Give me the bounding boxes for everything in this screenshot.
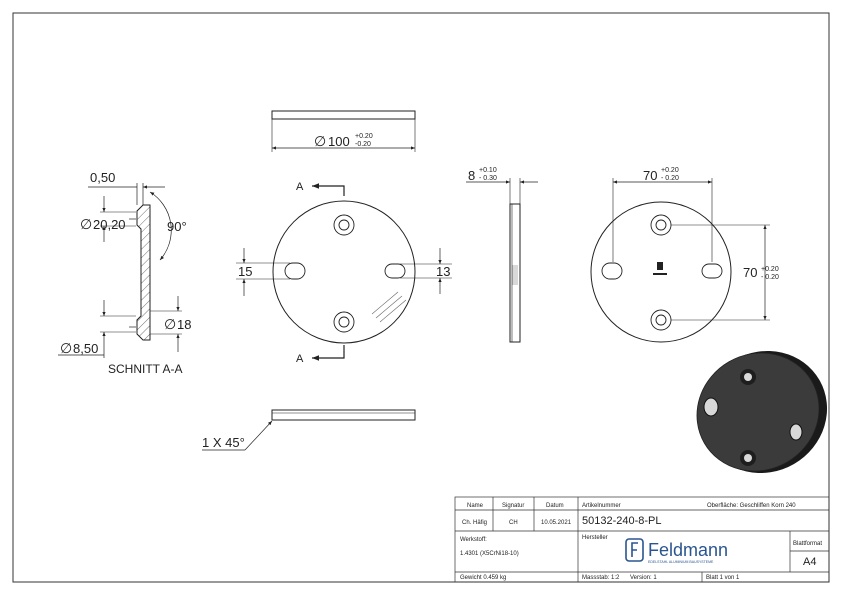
cut-letter: A [296,181,304,193]
front-view: ∅ 100 +0.20 -0.20 A A 15 13 1 X 4 [202,110,452,451]
dim-through: 8,50 [73,341,98,356]
tol-upper: +0.20 [355,133,373,140]
version: Version: 1 [630,575,657,581]
dim-hole-h: 70 [643,168,657,183]
dim-chamfer: 1 X 45° [202,435,245,450]
tol-upper: +0.20 [761,266,779,273]
weight: Gewicht 0.459 kg [460,575,506,581]
slot-left [284,262,306,280]
slot-right [384,263,406,279]
dia-symbol: ∅ [164,316,176,332]
tol-upper: +0.20 [661,167,679,174]
dim-offset: 0,50 [90,170,115,185]
material-value: 1.4301 (X5CrNi18-10) [460,551,519,557]
back-view: 70 +0.20 - 0.20 70 +0.20 - 0.20 [590,167,779,343]
article-label: Artikelnummer [582,503,621,509]
title-block [454,496,830,583]
tol-lower: -0.20 [355,141,371,148]
article-number: 50132-240-8-PL [582,515,662,527]
tol-lower: - 0.20 [661,175,679,182]
dim-slot-right: 13 [436,264,450,279]
format-label: Blattformat [793,541,822,547]
dim-outer: 100 [328,134,350,149]
dim-hole-v: 70 [743,265,757,280]
tol-lower: - 0.30 [479,175,497,182]
dim-countersink: 20,20 [93,217,126,232]
bottom-edge-view [271,409,416,421]
author-signature: CH [509,520,518,526]
dim-angle: 90° [167,219,187,234]
side-profile [509,203,521,343]
dim-slot-left: 15 [238,264,252,279]
scale: Massstab: 1:2 [582,575,620,581]
section-profile [136,204,151,341]
section-label: SCHNITT A-A [108,362,182,376]
feldmann-logo-icon [625,538,644,562]
plate-outline-back [590,201,732,343]
author-name: Ch. Häfig [462,520,487,526]
section-view: 0,50 90° ∅ 20,20 ∅ 18 ∅ 8,50 SCHNITT A-A [58,170,191,376]
cut-letter: A [296,353,304,365]
top-edge-view [271,110,416,120]
sheet-number: Blatt 1 von 1 [706,575,740,581]
material-label: Werkstoff: [460,537,487,543]
brand-name: Feldmann [648,540,728,560]
col-signature: Signatur [502,503,524,509]
tol-lower: - 0.20 [761,274,779,281]
manufacturer-label: Hersteller [582,535,608,541]
brand-tagline: EDELSTAHL ALUMINIUM BAUSYSTEME [648,560,714,564]
drawing-date: 10.05.2021 [541,520,572,526]
dim-inner: 18 [177,317,191,332]
surface-finish: Oberfläche: Geschliffen Korn 240 [707,503,796,509]
col-date: Datum [546,503,564,509]
brand-stamp-icon [653,262,667,275]
tol-upper: +0.10 [479,167,497,174]
dim-thickness: 8 [468,168,475,183]
dia-symbol: ∅ [314,133,326,149]
format-value: A4 [803,556,816,568]
dia-symbol: ∅ [60,340,72,356]
plate-3d-render [696,350,828,474]
plate-outline [272,200,416,344]
col-name: Name [467,503,484,509]
sheet-border [12,12,830,583]
side-view: 8 +0.10 - 0.30 [466,167,538,343]
dia-symbol: ∅ [80,216,92,232]
